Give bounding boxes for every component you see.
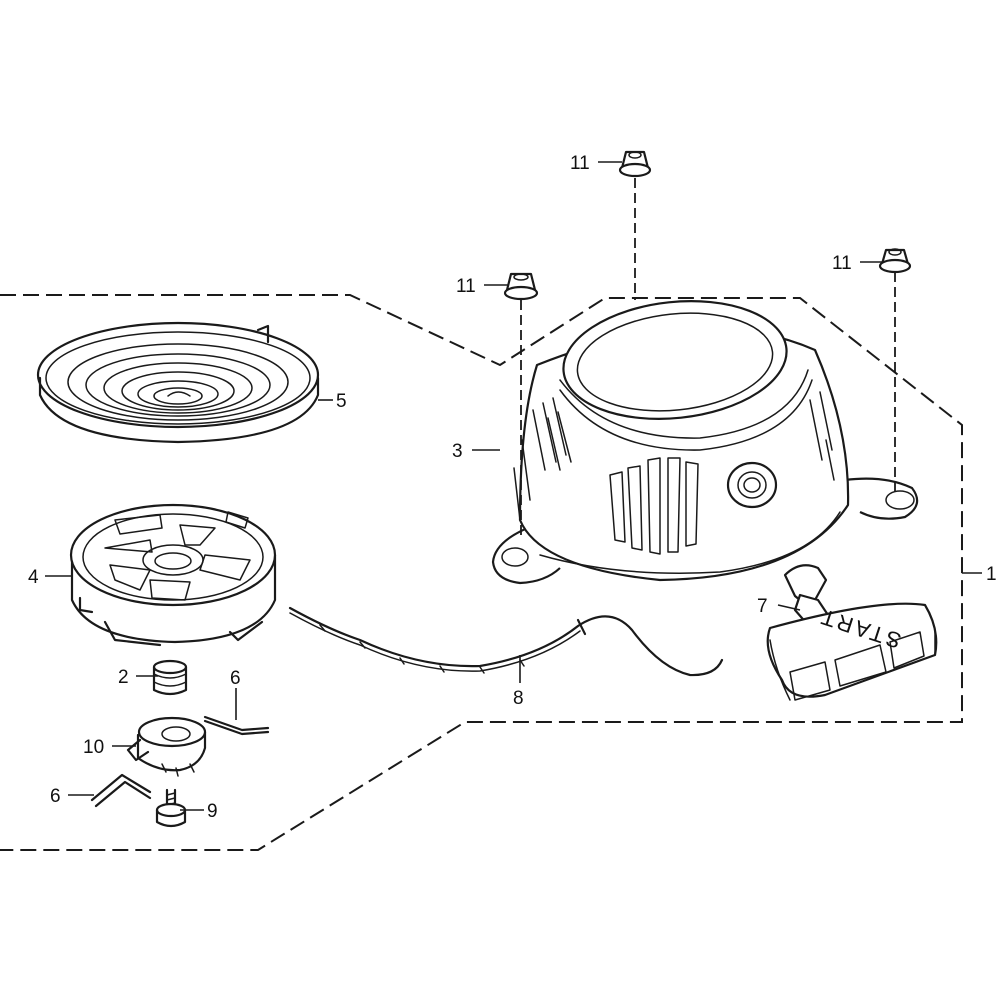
starter-case xyxy=(491,300,919,585)
flange-nut-left xyxy=(503,272,539,301)
friction-spring-lower xyxy=(90,773,152,808)
recoil-spring xyxy=(36,321,320,444)
flange-nut-right xyxy=(878,248,912,274)
callout-11a: 11 xyxy=(570,153,590,174)
callout-2: 2 xyxy=(118,667,129,688)
leader-7 xyxy=(777,604,801,611)
assembly-boundary xyxy=(0,294,963,851)
callout-8: 8 xyxy=(513,688,524,709)
callout-5: 5 xyxy=(336,391,347,412)
callout-11c: 11 xyxy=(832,253,852,274)
starter-rope xyxy=(288,606,724,677)
ratchet xyxy=(126,716,207,777)
callout-1: 1 xyxy=(986,564,997,585)
small-spring xyxy=(152,659,188,696)
callout-6b: 6 xyxy=(50,786,61,807)
callout-9: 9 xyxy=(207,801,218,822)
callout-11b: 11 xyxy=(456,276,476,297)
callout-3: 3 xyxy=(452,441,463,462)
setting-bolt xyxy=(155,788,187,828)
starter-grip: START xyxy=(766,564,938,701)
callout-4: 4 xyxy=(28,567,39,588)
callout-7: 7 xyxy=(757,596,768,617)
callout-10: 10 xyxy=(83,737,104,758)
callout-6a: 6 xyxy=(230,668,241,689)
friction-spring-upper xyxy=(203,715,270,736)
flange-nut-top xyxy=(618,150,652,178)
starter-reel xyxy=(69,503,277,647)
